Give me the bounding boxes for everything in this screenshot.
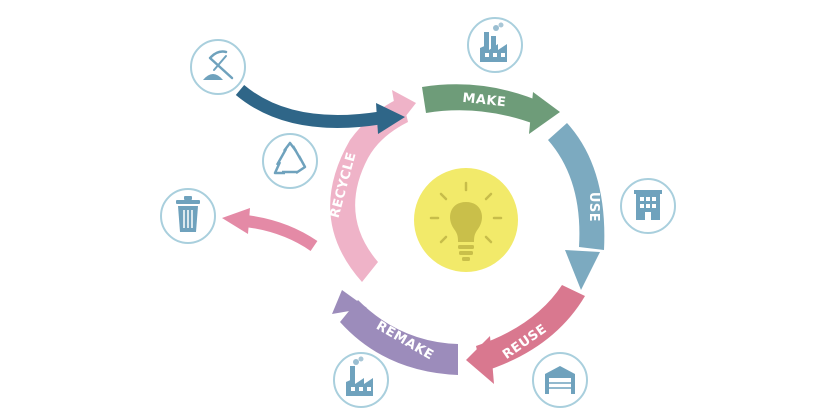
reuse-segment [476,285,585,372]
output-arrow [222,208,318,251]
remake-arrowhead [332,290,367,314]
make-label: MAKE [462,91,507,111]
use-segment [548,123,605,250]
input-arrow [235,84,405,134]
remake-segment [340,300,458,375]
recycle-icon [262,133,318,189]
lightbulb-icon [414,168,518,272]
factory-icon [467,17,523,73]
recycle-segment [330,97,408,282]
reuse-arrowhead [466,336,494,384]
make-segment [422,84,546,125]
make-arrowhead [529,92,560,134]
factory-icon-remake [333,352,389,408]
mining-pickaxe-icon [190,39,246,95]
trash-bin-icon [160,188,216,244]
warehouse-icon [532,352,588,408]
use-arrowhead [565,250,600,290]
use-label: USE [586,192,601,222]
office-building-icon [620,178,676,234]
